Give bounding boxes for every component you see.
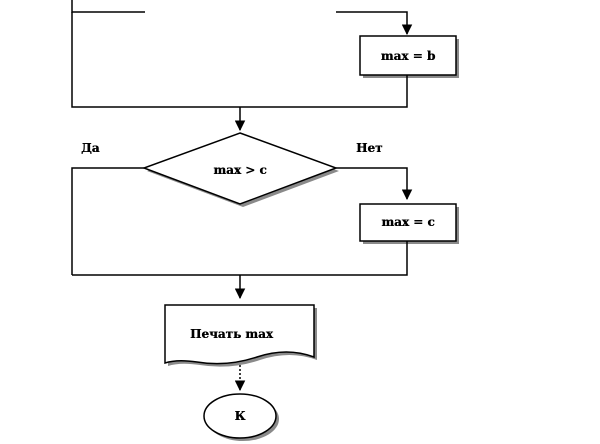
terminator-ellipse [203, 393, 279, 441]
process-label-max-c: max = c [381, 215, 435, 229]
branch-label-yes: Да [81, 141, 100, 155]
top-right-incoming-line [336, 11, 413, 36]
no-branch-line [336, 167, 413, 201]
terminator-label: К [234, 409, 246, 423]
branch-label-no: Нет [356, 141, 383, 155]
decision-diamond [141, 132, 339, 207]
output-label-print-max: Печать max [190, 327, 273, 341]
decision-label: max > c [213, 163, 267, 177]
process-label-max-b: max = b [380, 49, 436, 63]
top-left-incoming-line [71, 0, 145, 13]
merge-line-1 [71, 12, 408, 108]
process-box-max-c [359, 203, 459, 244]
yes-branch-line [71, 167, 144, 275]
merge-line-2 [72, 241, 408, 276]
output-document-shape [164, 304, 317, 367]
process-box-max-b [359, 35, 459, 78]
